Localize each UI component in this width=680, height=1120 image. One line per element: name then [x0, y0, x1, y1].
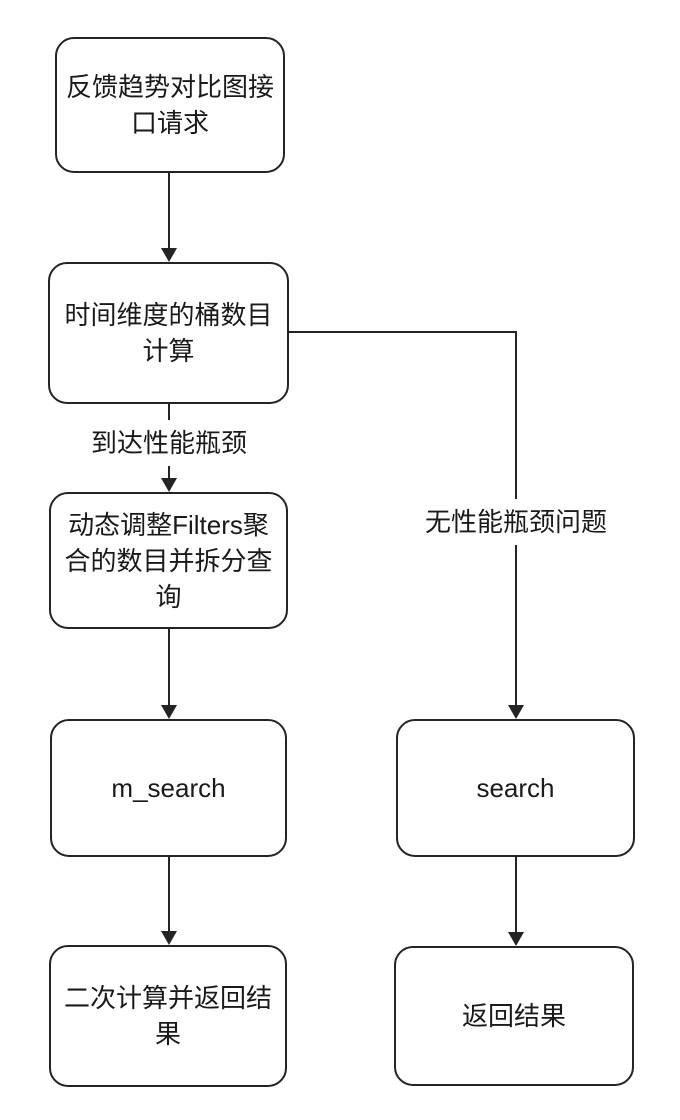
node-feedback-request: 反馈趋势对比图接口请求 [55, 37, 285, 173]
edge-msearch-to-secondary-arrowhead-icon [161, 931, 177, 945]
node-return-result: 返回结果 [394, 946, 634, 1086]
edge-search-to-return-line [514, 857, 518, 933]
edge-request-to-bucket-line [167, 173, 171, 250]
edge-bucket-to-search-arrowhead-icon [508, 705, 524, 719]
node-secondary-compute-return: 二次计算并返回结果 [49, 945, 287, 1087]
node-bucket-count-calc: 时间维度的桶数目计算 [48, 262, 289, 404]
node-search: search [396, 719, 635, 857]
edge-bucket-to-split-arrowhead-icon [161, 478, 177, 492]
edge-split-to-msearch-arrowhead-icon [161, 705, 177, 719]
edge-search-to-return-arrowhead-icon [508, 932, 524, 946]
edge-label-no-bottleneck: 无性能瓶颈问题 [422, 499, 610, 545]
edge-bucket-to-search-hline [289, 330, 517, 334]
edge-label-bottleneck-reached: 到达性能瓶颈 [88, 420, 250, 466]
node-dynamic-filters-split: 动态调整Filters聚合的数目并拆分查询 [49, 492, 288, 629]
edge-request-to-bucket-arrowhead-icon [161, 248, 177, 262]
edge-split-to-msearch-line [167, 629, 171, 706]
edge-msearch-to-secondary-line [167, 857, 171, 932]
node-m-search: m_search [50, 719, 287, 857]
